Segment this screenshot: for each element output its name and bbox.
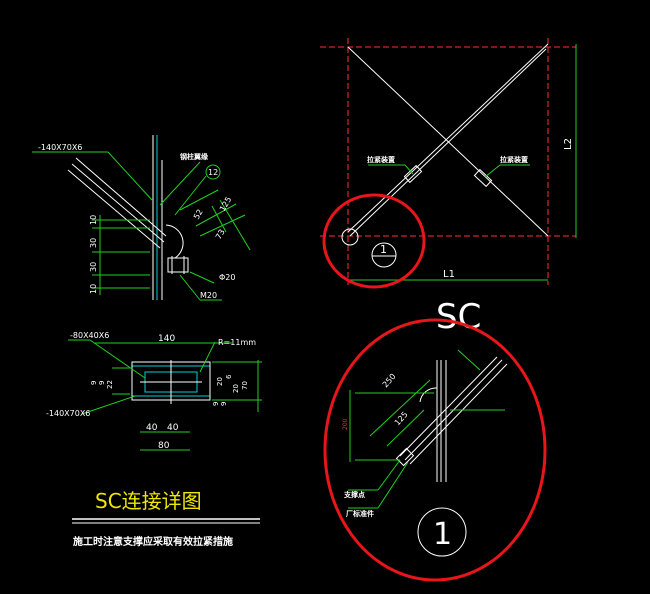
factory-part-label: 厂标准件 [346, 509, 374, 518]
plate-label: -140X70X6 [38, 143, 82, 152]
detail-ref-circle [417, 507, 467, 557]
leader-line [377, 459, 401, 491]
hole-diameter-label: Φ20 [219, 273, 235, 282]
plate-plan-label: -80X40X6 [70, 331, 109, 340]
radius-label: R=11mm [218, 338, 256, 347]
dim-9-left-b: 9 [98, 381, 106, 385]
markup-circle-small [322, 193, 426, 289]
dim-10-top: 10 [89, 215, 98, 225]
leader-line [81, 395, 136, 415]
brace-line [409, 363, 508, 465]
dim-70-right: 70 [241, 381, 249, 390]
dim-10-bottom: 10 [89, 284, 98, 294]
detail-ref-number: 1 [433, 517, 452, 552]
leader-line [159, 161, 201, 206]
sc-enlarged-detail: SC 250 125 200 支撑点 厂标准件 1 [342, 297, 508, 557]
brace-line [71, 163, 165, 243]
markup-circle-large [323, 318, 547, 582]
detail-ref-circle [371, 242, 397, 268]
bolt-label: M20 [200, 291, 217, 300]
bracing-elevation: 拉紧装置 拉紧装置 L2 L1 1 [320, 38, 577, 285]
brace-diagonal [347, 46, 549, 237]
leader-line [199, 341, 216, 373]
dim-9-left-a: 9 [90, 381, 98, 385]
leader-line [189, 271, 215, 284]
dim-20-right-a: 20 [216, 377, 224, 386]
brace-point-label: 支撑点 [343, 490, 365, 499]
dim-125: 125 [218, 195, 233, 213]
dim-40-b: 40 [167, 423, 179, 433]
brace-diagonal [347, 43, 549, 233]
leader-line [404, 164, 414, 175]
dim-30-a: 30 [89, 238, 98, 248]
leader-line [174, 175, 207, 216]
turnbuckle-label-right: 拉紧装置 [500, 155, 528, 164]
brace-line [75, 157, 167, 237]
leader-line [89, 339, 146, 379]
circle-ref-number: 12 [208, 168, 218, 177]
brace-diagonal [349, 48, 547, 237]
leader-line [179, 274, 201, 301]
dim-L1: L1 [443, 269, 455, 280]
connection-detail: -140X70X6 钢柱翼缘 12 125 52 73 10 30 30 10 … [32, 135, 251, 301]
dim-line [195, 203, 237, 227]
turnbuckle [473, 168, 493, 188]
detail-ref-circle [205, 164, 221, 180]
dim-200: 200 [342, 418, 349, 430]
leader-line [377, 461, 409, 509]
gusset-arc [419, 387, 438, 403]
turnbuckle-label-left: 拉紧装置 [367, 155, 395, 164]
brace-line [67, 169, 161, 249]
dim-73: 73 [214, 228, 227, 241]
brace-line [399, 356, 498, 457]
dim-20-right-b: 20 [232, 384, 240, 393]
dim-9-right-a: 9 [212, 402, 220, 406]
bolt-symbol [395, 447, 415, 467]
bolt-symbol [167, 257, 189, 273]
drawing-title: SC连接详图 [95, 489, 202, 513]
dim-line [179, 189, 219, 211]
leader-line [484, 164, 501, 178]
leader-line [107, 151, 153, 201]
plate-plan-view: -80X40X6 140 R=11mm 9 9 22 20 6 70 20 9 … [46, 331, 262, 451]
construction-note: 施工时注意支撑应采取有效拉紧措施 [73, 535, 233, 548]
dim-40-a: 40 [146, 423, 158, 433]
dim-line-125 [386, 409, 425, 447]
dim-80: 80 [158, 441, 170, 451]
dim-22-left: 22 [106, 380, 114, 389]
gusset-arc [165, 224, 184, 259]
dim-L2: L2 [563, 138, 574, 150]
column-flange-label: 钢柱翼缘 [180, 152, 208, 161]
dim-250: 250 [381, 372, 398, 389]
dim-30-b: 30 [89, 262, 98, 272]
node-circle [341, 228, 359, 246]
detail-ref-number: 1 [380, 243, 387, 256]
title-block: SC连接详图 施工时注意支撑应采取有效拉紧措施 [72, 489, 260, 548]
dim-9-right-b: 9 [220, 402, 228, 406]
dim-line [219, 199, 251, 251]
dim-line-250 [369, 379, 431, 437]
dim-140: 140 [158, 334, 175, 344]
plate-bottom-label: -140X70X6 [46, 409, 90, 418]
dim-line [211, 205, 227, 233]
dim-52: 52 [192, 208, 205, 221]
leader-line [457, 349, 481, 371]
section-label-sc: SC [436, 297, 481, 337]
dim-6-right: 6 [225, 374, 233, 379]
